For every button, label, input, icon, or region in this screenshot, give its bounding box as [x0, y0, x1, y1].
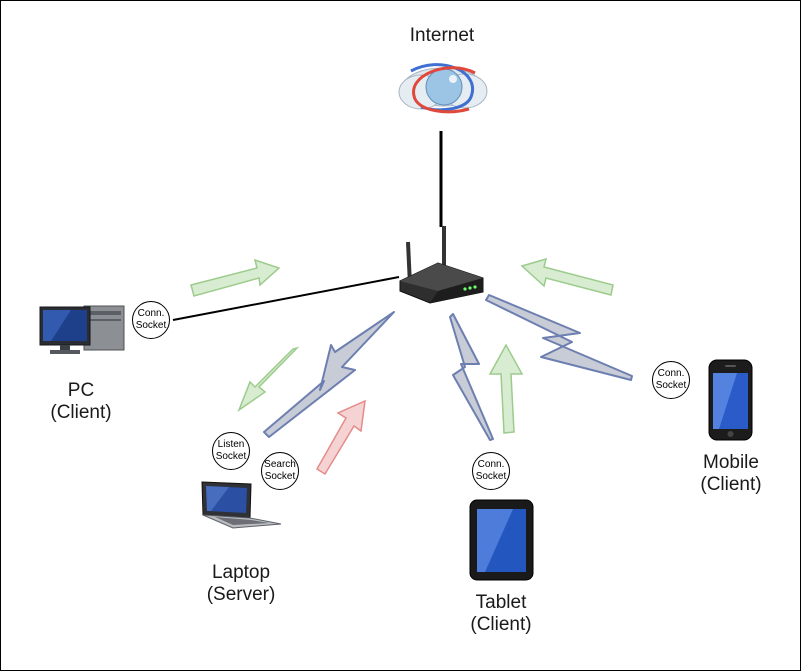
laptop-role: (Server): [206, 584, 276, 605]
laptop-icon: [201, 481, 282, 529]
socket-line1: Search: [264, 459, 296, 470]
pc-conn-socket: Conn. Socket: [132, 301, 170, 339]
wireless-router-icon: [399, 226, 484, 304]
mobile-label: Mobile (Client): [681, 452, 781, 496]
tablet-conn-socket: Conn. Socket: [472, 452, 510, 490]
smartphone-icon: [708, 359, 753, 441]
socket-line2: Socket: [135, 320, 167, 331]
mobile-wireless-link: [485, 294, 633, 381]
tablet-name: Tablet: [475, 592, 527, 613]
laptop-listen-socket: Listen Socket: [212, 432, 250, 470]
desktop-computer-icon: [39, 305, 125, 354]
tablet-icon: [469, 499, 534, 581]
socket-line2: Socket: [655, 380, 687, 391]
pc-label: PC (Client): [31, 380, 131, 424]
pc-role: (Client): [50, 402, 112, 423]
socket-line2: Socket: [215, 451, 247, 462]
laptop-label: Laptop (Server): [191, 562, 291, 606]
tablet-to-router-arrow: [488, 343, 524, 434]
mobile-name: Mobile: [703, 452, 759, 473]
internet-label: Internet: [392, 25, 492, 47]
tablet-wireless-link: [449, 313, 494, 441]
socket-line2: Socket: [264, 471, 296, 482]
socket-line1: Listen: [217, 439, 245, 450]
pc-router-link: [172, 276, 400, 321]
router-to-laptop-arrow: [237, 346, 300, 413]
tablet-label: Tablet (Client): [451, 592, 551, 636]
cloud-globe-icon: [398, 63, 488, 114]
laptop-name: Laptop: [211, 562, 271, 583]
router-to-mobile-arrow: [520, 257, 614, 296]
tablet-role: (Client): [470, 614, 532, 635]
internet-name: Internet: [409, 25, 475, 46]
laptop-wireless-link: [263, 311, 395, 438]
mobile-conn-socket: Conn. Socket: [652, 361, 690, 399]
laptop-to-router-arrow: [315, 399, 366, 476]
pc-name: PC: [67, 380, 95, 401]
mobile-role: (Client): [700, 474, 762, 495]
socket-line1: Conn.: [657, 368, 685, 379]
socket-line2: Socket: [475, 471, 507, 482]
pc-to-router-arrow: [190, 258, 281, 297]
laptop-search-socket: Search Socket: [261, 452, 299, 490]
socket-line1: Conn.: [477, 459, 505, 470]
socket-line1: Conn.: [137, 308, 165, 319]
